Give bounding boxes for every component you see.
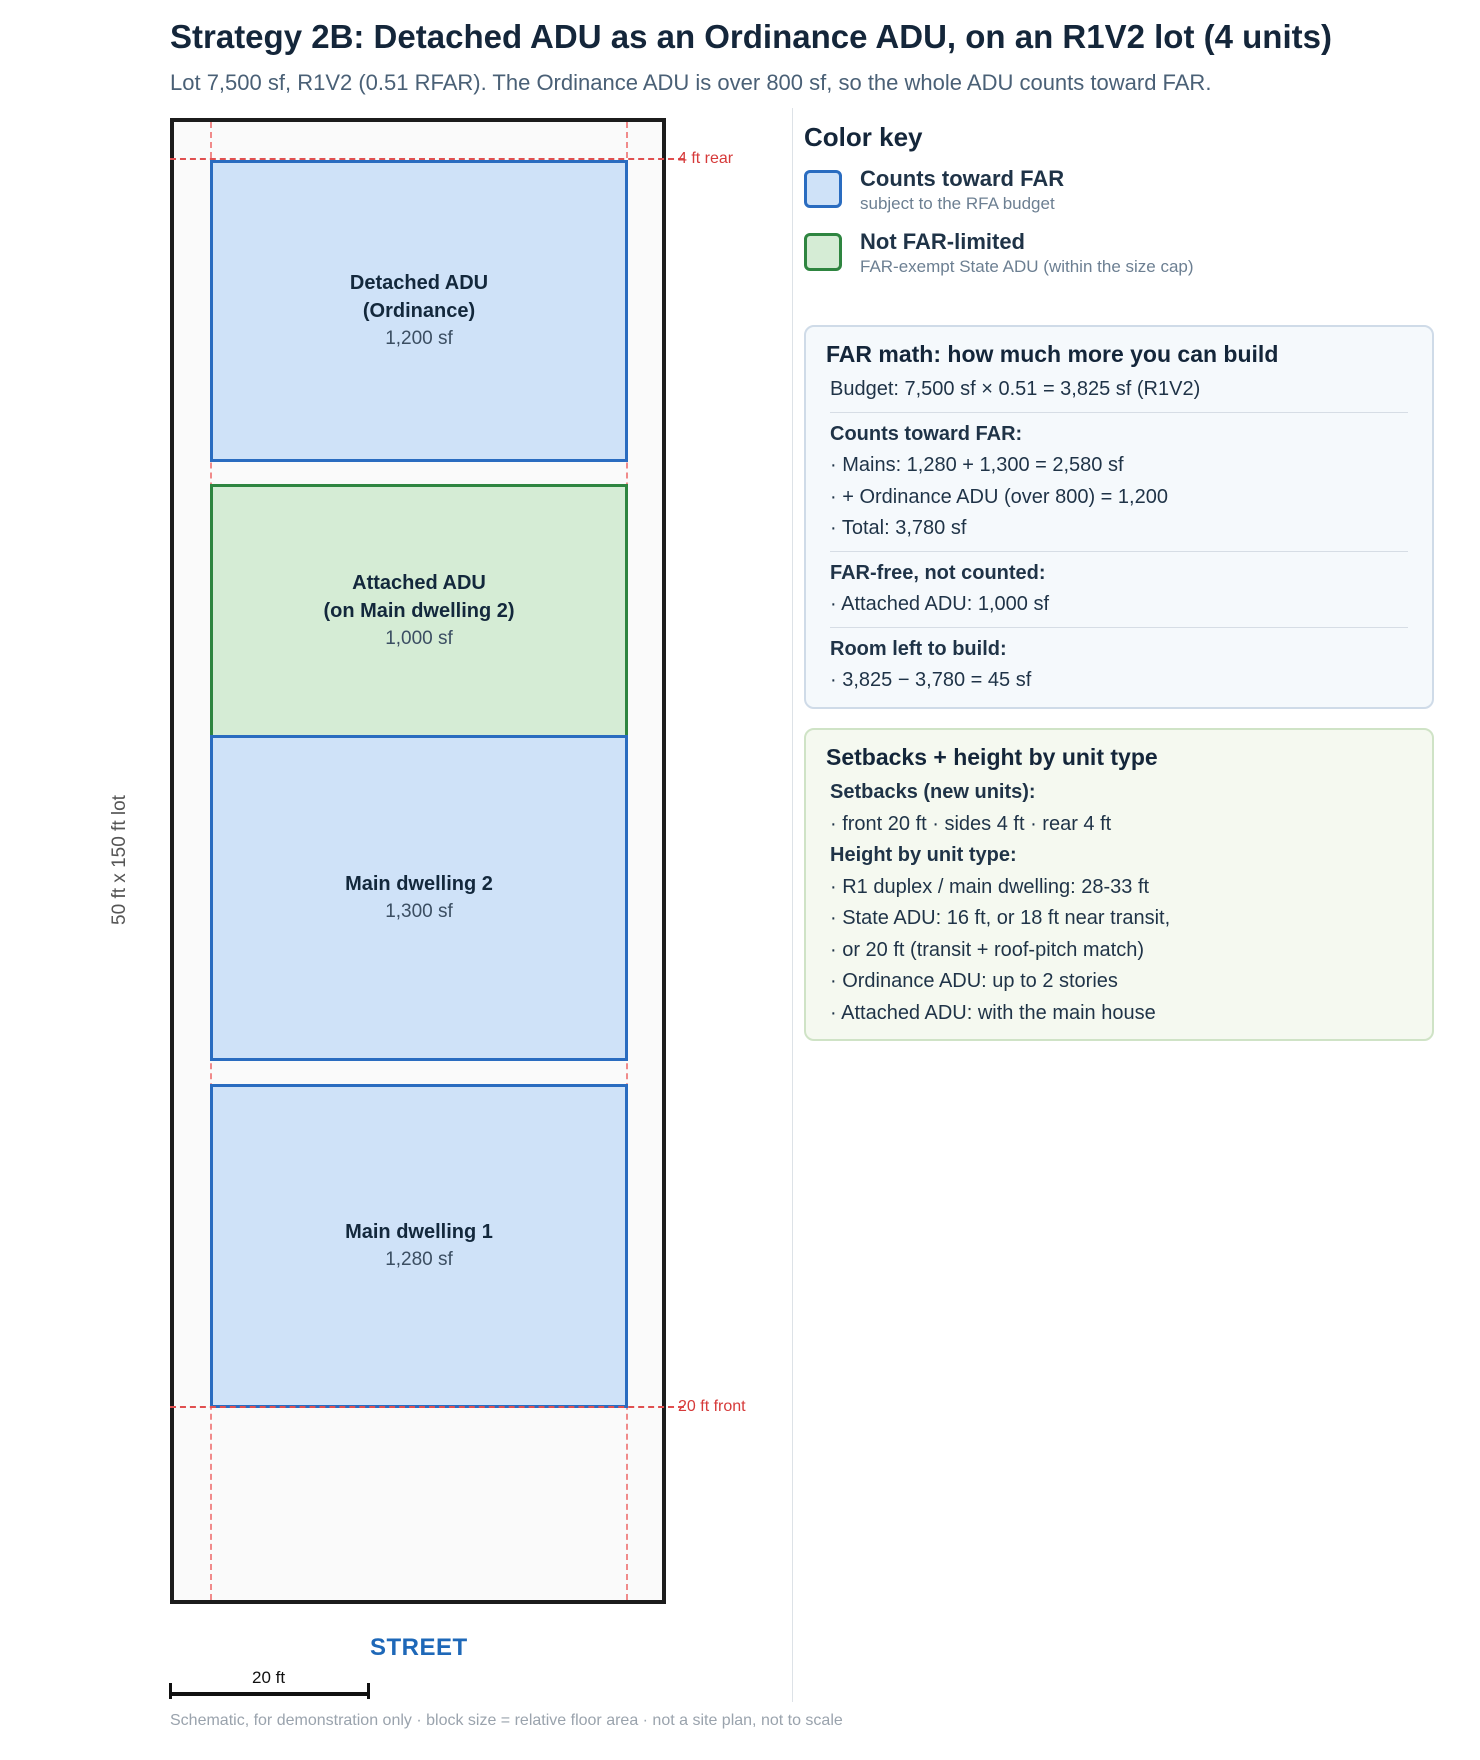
far-free-heading: FAR-free, not counted:: [830, 561, 1046, 584]
far-counts-heading: Counts toward FAR:: [830, 422, 1023, 445]
divider: [830, 550, 1408, 552]
far-free-line: · Attached ADU: 1,000 sf: [830, 593, 1050, 615]
color-key-label: Counts toward FAR: [860, 166, 1065, 191]
far-room-line: · 3,825 − 3,780 = 45 sf: [830, 669, 1032, 691]
rear-setback-line: [170, 158, 684, 160]
height-heading: Height by unit type:: [830, 844, 1017, 866]
color-key-sub: subject to the RFA budget: [860, 194, 1055, 213]
color-key-sub: FAR-exempt State ADU (within the size ca…: [860, 257, 1194, 276]
far-math-title: FAR math: how much more you can build: [826, 341, 1279, 367]
unit-area: 1,300 sf: [385, 901, 453, 922]
footnote: Schematic, for demonstration only · bloc…: [170, 1712, 843, 1729]
unit-main-dwelling-1: Main dwelling 1 1,280 sf: [210, 1084, 628, 1408]
lot-dimensions-label: 50 ft x 150 ft lot: [109, 795, 130, 925]
page-subtitle: Lot 7,500 sf, R1V2 (0.51 RFAR). The Ordi…: [170, 70, 1212, 95]
unit-area: 1,200 sf: [385, 328, 453, 349]
far-counts-line: · + Ordinance ADU (over 800) = 1,200: [830, 485, 1168, 508]
height-line: · Attached ADU: with the main house: [830, 1001, 1156, 1024]
setbacks-panel: Setbacks + height by unit type Setbacks …: [804, 728, 1434, 1041]
scale-bar: [170, 1692, 370, 1696]
unit-name: Main dwelling 1: [345, 1221, 493, 1243]
lot-outline: Detached ADU (Ordinance) 1,200 sf Attach…: [170, 118, 666, 1604]
far-budget: Budget: 7,500 sf × 0.51 = 3,825 sf (R1V2…: [830, 378, 1201, 400]
height-line: · State ADU: 16 ft, or 18 ft near transi…: [830, 907, 1171, 929]
column-divider: [792, 108, 793, 1702]
scale-bar-label: 20 ft: [252, 1668, 286, 1687]
far-counts-line: · Mains: 1,280 + 1,300 = 2,580 sf: [830, 454, 1124, 476]
unit-area: 1,280 sf: [385, 1249, 453, 1270]
divider: [830, 411, 1408, 413]
height-line: · Ordinance ADU: up to 2 stories: [830, 970, 1118, 992]
far-counts-line: · Total: 3,780 sf: [830, 517, 967, 539]
unit-main-dwelling-2: Main dwelling 2 1,300 sf: [210, 735, 628, 1061]
unit-name: Attached ADU (on Main dwelling 2): [323, 572, 515, 622]
setbacks-line: · front 20 ft · sides 4 ft · rear 4 ft: [830, 812, 1112, 835]
street-label: STREET: [370, 1634, 468, 1661]
setbacks-heading: Setbacks (new units):: [830, 781, 1036, 803]
unit-detached-adu: Detached ADU (Ordinance) 1,200 sf: [210, 160, 628, 462]
setbacks-title: Setbacks + height by unit type: [826, 744, 1158, 770]
front-setback-line: [170, 1406, 684, 1408]
blue-swatch: [804, 170, 842, 208]
green-swatch: [804, 233, 842, 271]
front-setback-label: 20 ft front: [678, 1398, 746, 1415]
unit-attached-adu: Attached ADU (on Main dwelling 2) 1,000 …: [210, 484, 628, 738]
unit-name: Main dwelling 2: [345, 873, 493, 895]
scale-bar-tick-right: [367, 1683, 370, 1699]
color-key-title: Color key: [804, 122, 923, 152]
height-line: · R1 duplex / main dwelling: 28-33 ft: [830, 875, 1150, 898]
page-title: Strategy 2B: Detached ADU as an Ordinanc…: [170, 18, 1332, 55]
scale-bar-tick-left: [169, 1683, 172, 1699]
unit-area: 1,000 sf: [385, 628, 453, 649]
far-room-heading: Room left to build:: [830, 637, 1007, 660]
unit-name: Detached ADU (Ordinance): [349, 272, 489, 322]
far-math-panel: FAR math: how much more you can build Bu…: [804, 325, 1434, 709]
color-key-label: Not FAR-limited: [860, 229, 1025, 254]
height-line: · or 20 ft (transit + roof-pitch match): [830, 938, 1144, 961]
rear-setback-label: 4 ft rear: [678, 150, 734, 167]
divider: [830, 626, 1408, 628]
